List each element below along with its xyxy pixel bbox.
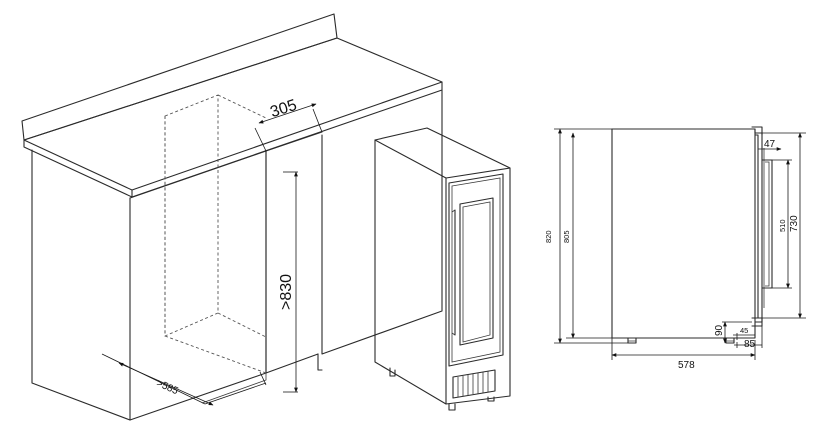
dim-foot-offset: 45 — [733, 326, 755, 340]
label-door-height: 730 — [789, 215, 800, 232]
label-height-total: 820 — [544, 230, 553, 243]
label-cutout-depth: >585 — [155, 378, 180, 397]
label-foot-offset: 45 — [740, 326, 748, 335]
dim-door-offset: 47 — [758, 139, 782, 151]
dim-foot-height: 90 — [714, 321, 752, 344]
dim-cutout-height: >830 — [278, 171, 298, 393]
dim-depth-total: 578 — [611, 338, 756, 371]
label-glass-height: 510 — [778, 219, 787, 232]
countertop — [21, 13, 443, 198]
cabinet-body — [31, 89, 443, 421]
dim-glass-height: 510 — [772, 159, 792, 289]
dim-door-height: 730 — [762, 132, 806, 319]
dim-height-body: 805 — [562, 132, 612, 339]
dim-height-total: 820 — [544, 128, 628, 344]
vent-grille — [452, 369, 496, 399]
dim-door-gap: 85 — [734, 326, 763, 350]
dim-cutout-depth: >585 — [101, 353, 267, 406]
label-foot-height: 90 — [714, 324, 725, 336]
label-door-gap: 85 — [744, 339, 756, 350]
niche-outline — [164, 94, 267, 374]
label-door-offset: 47 — [764, 139, 776, 150]
label-height-body: 805 — [562, 230, 571, 243]
label-cutout-width: 305 — [268, 97, 299, 121]
label-cutout-height: >830 — [278, 274, 295, 310]
wine-cooler-side-view: 820 805 578 47 730 — [544, 126, 806, 371]
wine-cooler-isometric — [374, 127, 511, 411]
cabinet-installation-view: >585 305 >830 — [21, 13, 443, 421]
label-depth-total: 578 — [678, 360, 695, 371]
